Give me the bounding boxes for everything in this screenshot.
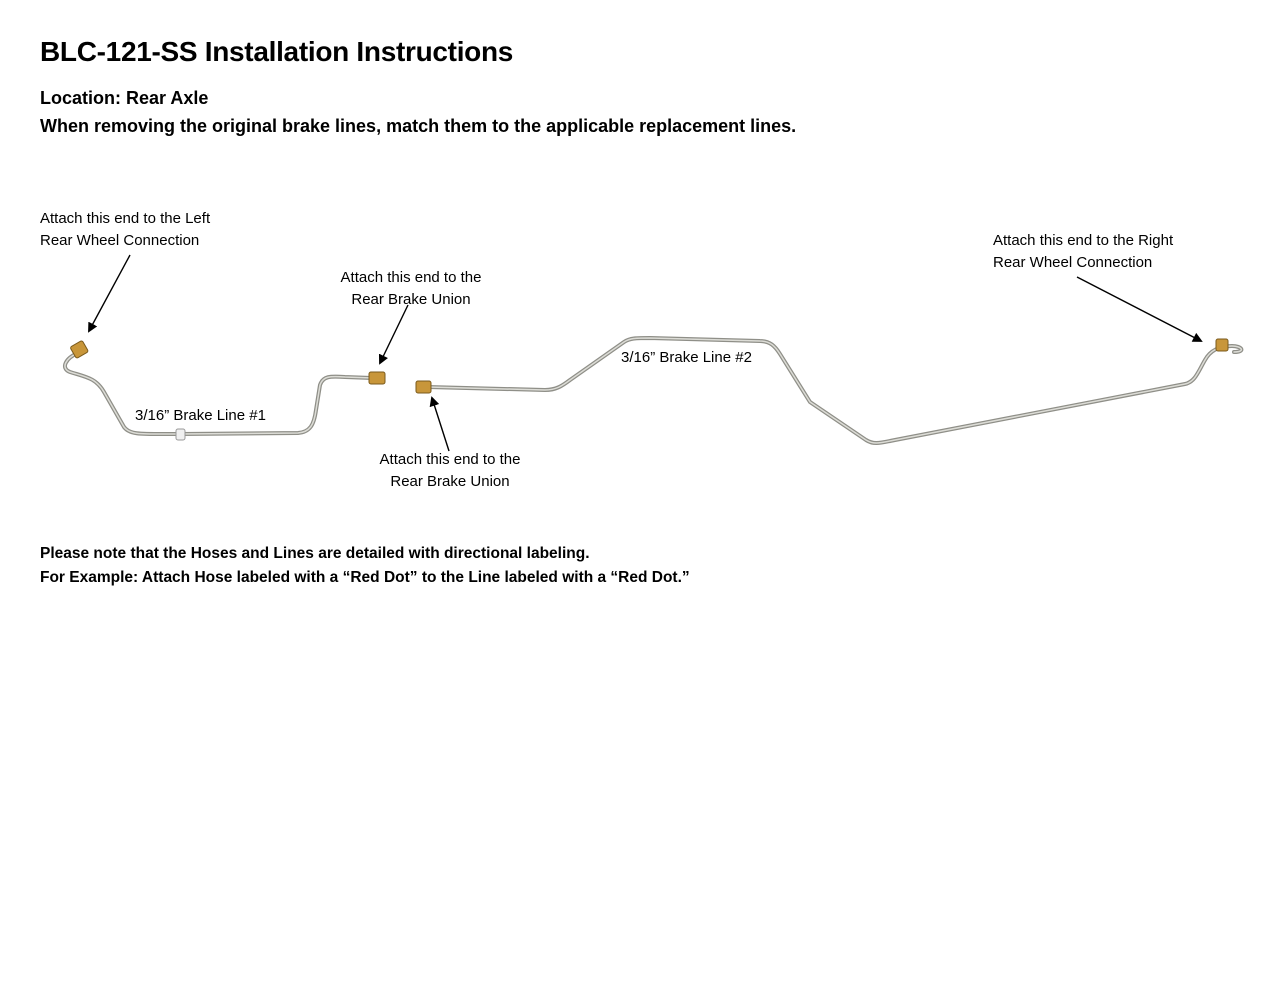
callout-left-wheel-line1: Attach this end to the Left xyxy=(40,210,211,227)
callout-left-wheel-line2: Rear Wheel Connection xyxy=(40,232,200,249)
page-title: BLC-121-SS Installation Instructions xyxy=(40,36,514,67)
arrow-union-bottom xyxy=(429,396,450,452)
brake-line-1 xyxy=(62,340,386,441)
brake-line-1-label: 3/16” Brake Line #1 xyxy=(135,407,266,424)
callout-right-wheel: Attach this end to the Right Rear Wheel … xyxy=(993,230,1173,274)
match-instruction: When removing the original brake lines, … xyxy=(40,116,797,136)
red-dot-example-note: For Example: Attach Hose labeled with a … xyxy=(40,569,690,586)
fitting-union-1 xyxy=(368,371,386,385)
brake-line-2 xyxy=(415,336,1244,445)
arrow-right-wheel xyxy=(1076,276,1203,342)
line-clip xyxy=(175,428,186,441)
directional-labeling-note: Please note that the Hoses and Lines are… xyxy=(40,545,590,562)
arrow-left-wheel xyxy=(88,254,131,333)
callout-union-bottom-line1: Attach this end to the xyxy=(379,451,521,468)
callout-right-wheel-line1: Attach this end to the Right xyxy=(993,232,1174,249)
fitting-union-2 xyxy=(415,380,432,394)
fitting-left-wheel xyxy=(70,340,89,359)
callout-left-wheel: Attach this end to the Left Rear Wheel C… xyxy=(40,208,210,252)
fitting-right-wheel xyxy=(1215,338,1229,352)
callout-right-wheel-line2: Rear Wheel Connection xyxy=(993,254,1153,271)
brake-line-2-label: 3/16” Brake Line #2 xyxy=(621,349,752,366)
callout-union-bottom: Attach this end to the Rear Brake Union xyxy=(369,449,531,493)
location-heading: Location: Rear Axle xyxy=(40,88,209,108)
callout-union-bottom-line2: Rear Brake Union xyxy=(390,473,510,490)
callout-union-top-line2: Rear Brake Union xyxy=(351,291,471,308)
callout-union-top-line1: Attach this end to the xyxy=(340,269,482,286)
callout-union-top: Attach this end to the Rear Brake Union xyxy=(330,267,492,311)
arrow-union-top xyxy=(378,304,409,365)
